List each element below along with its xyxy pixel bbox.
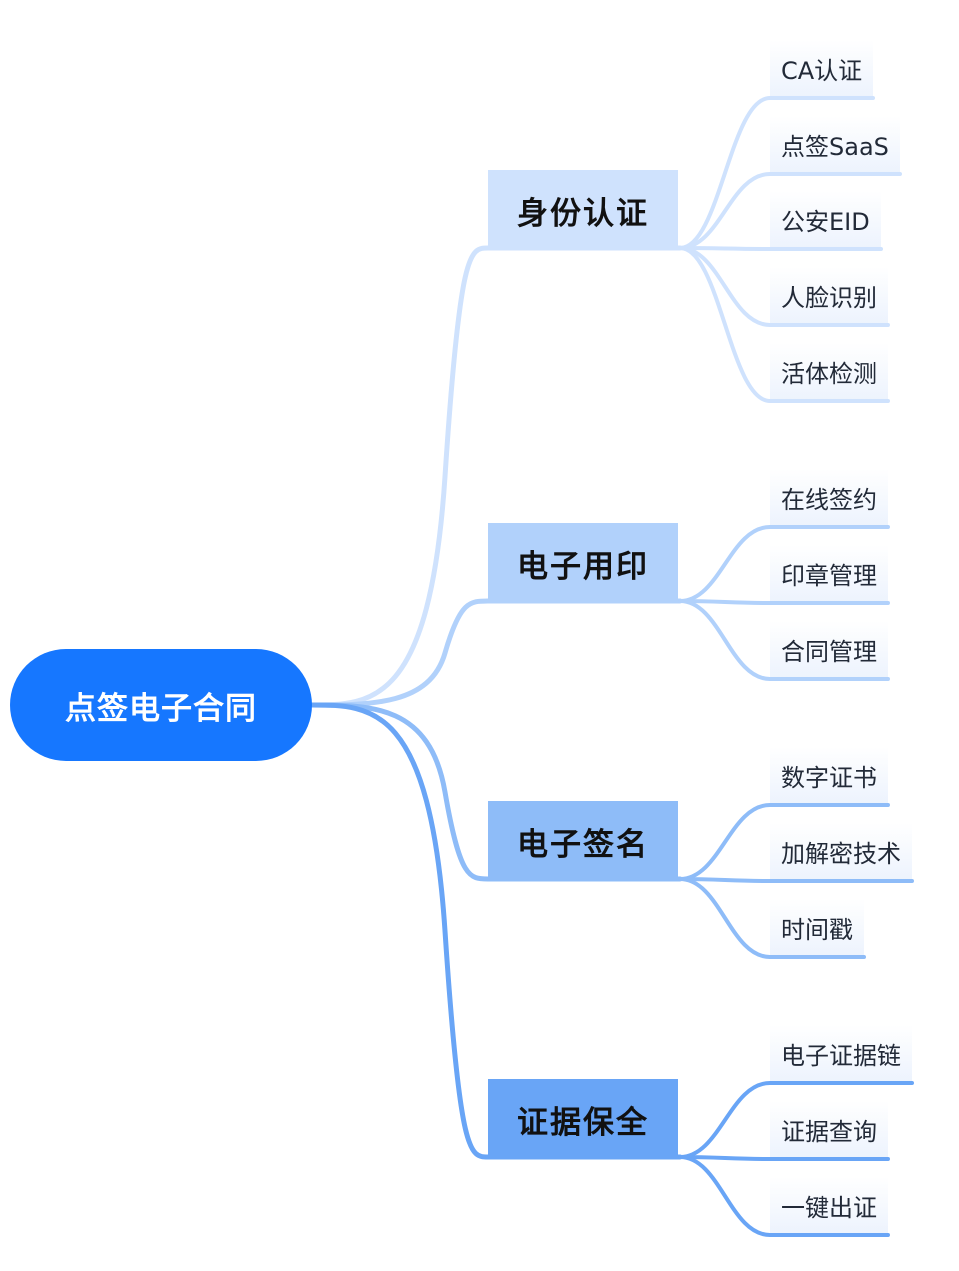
branch-leaf-link xyxy=(678,1155,890,1237)
root-node[interactable]: 点签电子合同 xyxy=(10,649,312,761)
root-branch-link xyxy=(309,245,491,708)
branch-leaf-link xyxy=(678,246,890,327)
leaf-node[interactable]: 人脸识别 xyxy=(770,267,888,323)
branch-leaf-link xyxy=(678,246,890,403)
leaf-node[interactable]: CA认证 xyxy=(770,40,874,96)
branch-leaf-link xyxy=(678,246,883,251)
branch-node-signature[interactable]: 电子签名 xyxy=(488,801,678,881)
leaf-node[interactable]: 活体检测 xyxy=(770,343,888,399)
leaf-node[interactable]: 一键出证 xyxy=(770,1177,888,1233)
branch-leaf-link xyxy=(678,599,890,605)
branch-node-evidence[interactable]: 证据保全 xyxy=(488,1079,678,1159)
leaf-node[interactable]: 点签SaaS xyxy=(770,116,900,172)
leaf-node[interactable]: 数字证书 xyxy=(770,747,888,803)
branch-node-identity[interactable]: 身份认证 xyxy=(488,170,678,250)
root-branch-link xyxy=(309,702,491,882)
leaf-node[interactable]: 在线签约 xyxy=(770,469,888,525)
leaf-node[interactable]: 合同管理 xyxy=(770,621,888,677)
branch-leaf-link xyxy=(678,803,890,881)
branch-leaf-link xyxy=(678,525,890,603)
leaf-node[interactable]: 公安EID xyxy=(770,191,881,247)
branch-leaf-link xyxy=(678,599,890,681)
root-branch-link xyxy=(309,598,491,708)
leaf-node[interactable]: 加解密技术 xyxy=(770,823,912,879)
branch-leaf-link xyxy=(678,877,866,959)
branch-leaf-link xyxy=(678,96,875,250)
root-branch-link xyxy=(309,702,491,1160)
leaf-node[interactable]: 电子证据链 xyxy=(770,1025,912,1081)
branch-node-seal[interactable]: 电子用印 xyxy=(488,523,678,603)
leaf-node[interactable]: 印章管理 xyxy=(770,545,888,601)
leaf-node[interactable]: 时间戳 xyxy=(770,899,864,955)
branch-leaf-link xyxy=(678,172,902,250)
branch-leaf-link xyxy=(678,1155,890,1161)
leaf-node[interactable]: 证据查询 xyxy=(770,1101,888,1157)
branch-leaf-link xyxy=(678,877,914,883)
branch-leaf-link xyxy=(678,1081,914,1159)
